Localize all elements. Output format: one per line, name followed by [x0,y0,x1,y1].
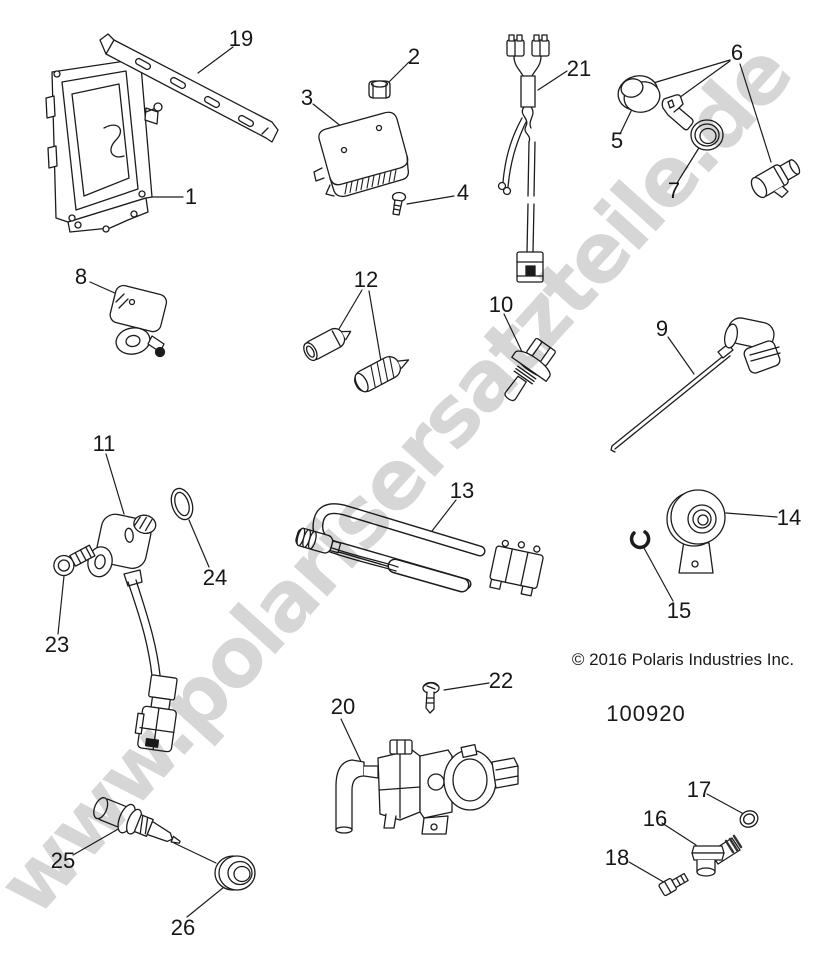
part-mounting-bracket [99,33,279,143]
copyright-notice: © 2016 Polaris Industries Inc. [571,650,795,669]
part-o-ring [170,487,194,521]
part-map-sensor [109,284,168,358]
callout-14[interactable]: 14 [776,505,802,530]
callout-9[interactable]: 9 [655,316,669,341]
callout-4[interactable]: 4 [456,180,470,205]
part-grommet-bushing [214,855,256,891]
callout-2[interactable]: 2 [407,44,421,69]
callout-22[interactable]: 22 [488,668,514,693]
callout-23[interactable]: 23 [44,632,70,657]
callout-6[interactable]: 6 [730,40,744,65]
callout-8[interactable]: 8 [74,264,88,289]
callout-3[interactable]: 3 [300,85,314,110]
part-hex-bolt-small [658,872,689,897]
part-purge-valve-assembly [335,739,519,835]
part-flange-nut [368,80,391,99]
callout-12[interactable]: 12 [353,267,379,292]
callout-19[interactable]: 19 [228,26,254,51]
callout-11[interactable]: 11 [92,431,116,456]
part-switch-key-bracket [661,94,694,131]
part-pan-head-screw [422,681,440,714]
part-speed-sensor [87,513,178,753]
part-bent-tube-assembly [295,503,544,597]
callout-10[interactable]: 10 [488,292,514,317]
callout-18[interactable]: 18 [604,845,630,870]
callout-20[interactable]: 20 [330,694,356,719]
part-temperature-sender [93,797,181,844]
part-jumper-harness [497,34,550,283]
part-screw [391,191,407,216]
part-horn [666,489,726,574]
part-elbow-fitting [691,834,743,877]
part-cylindrical-cap-a [303,327,352,362]
callout-17[interactable]: 17 [686,777,712,802]
leader-lines [57,46,778,918]
callout-21[interactable]: 21 [566,56,592,81]
part-finned-relay-module [313,111,409,198]
part-small-sensor [750,159,801,199]
callout-1[interactable]: 1 [184,184,198,209]
part-cylindrical-cap-b [354,355,410,393]
part-coolant-temp-sensor [504,337,556,402]
callout-26[interactable]: 26 [170,915,196,940]
part-o-ring-small [739,810,759,828]
callout-7[interactable]: 7 [667,178,681,203]
part-ecu-control-module [45,58,163,233]
part-long-probe-sensor [610,317,781,453]
drawing-number: 100920 [606,701,686,726]
part-grommet-ring [690,119,724,151]
part-round-cap-sensor [617,75,661,113]
callout-13[interactable]: 13 [449,478,475,503]
part-socket-head-bolt [53,544,96,577]
callout-24[interactable]: 24 [202,565,228,590]
callout-5[interactable]: 5 [610,128,624,153]
callout-25[interactable]: 25 [50,848,76,873]
part-e-clip [629,530,651,550]
callout-15[interactable]: 15 [666,598,692,623]
callout-16[interactable]: 16 [642,806,668,831]
